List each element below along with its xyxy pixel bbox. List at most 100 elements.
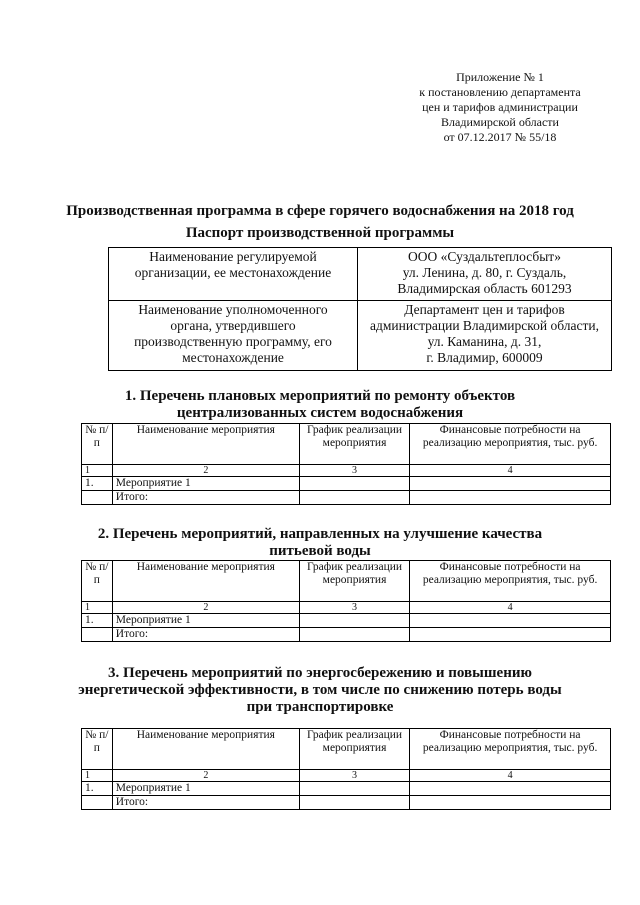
table-total-row: Итого: (81, 627, 611, 642)
header-financial-needs: Финансовые потребности на реализацию мер… (409, 423, 611, 465)
passport-label-line: органа, утвердившего (170, 318, 296, 333)
appendix-line: Владимирской области (441, 115, 559, 129)
section-1-title: 1. Перечень плановых мероприятий по ремо… (0, 388, 640, 422)
section-title-line: энергетической эффективности, в том числ… (78, 682, 562, 698)
section-title-line: 2. Перечень мероприятий, направленных на… (97, 526, 543, 542)
cell-finance (409, 781, 611, 796)
passport-value-cell: Департамент цен и тарифов администрации … (357, 300, 612, 371)
cell-schedule (298, 613, 411, 628)
passport-label-cell: Наименование уполномоченного органа, утв… (108, 300, 358, 371)
cell-schedule (298, 781, 411, 796)
column-number-row: 1 2 3 4 (81, 464, 611, 477)
table-header-row: № п/п Наименование мероприятия График ре… (81, 728, 611, 770)
column-number: 3 (298, 464, 411, 477)
cell-number: 1. (81, 781, 113, 796)
passport-value-line: Департамент цен и тарифов (404, 302, 565, 317)
cell-total-label: Итого: (111, 627, 300, 642)
cell-measure: Мероприятие 1 (111, 476, 300, 491)
header-measure-name: Наименование мероприятия (111, 560, 300, 602)
column-number: 1 (81, 601, 113, 614)
cell-schedule (298, 476, 411, 491)
section-title-line: питьевой воды (269, 543, 371, 559)
section-1-table: № п/п Наименование мероприятия График ре… (81, 423, 611, 505)
section-3-table: № п/п Наименование мероприятия График ре… (81, 728, 611, 810)
appendix-line: Приложение № 1 (456, 70, 544, 84)
section-2-table: № п/п Наименование мероприятия График ре… (81, 560, 611, 642)
passport-label-line: производственную программу, его (134, 334, 332, 349)
appendix-line: цен и тарифов администрации (422, 100, 578, 114)
cell-measure: Мероприятие 1 (111, 781, 300, 796)
cell-finance (409, 490, 611, 505)
cell-number (81, 795, 113, 810)
section-title-line: централизованных систем водоснабжения (176, 405, 464, 421)
appendix-line: к постановлению департамента (419, 85, 581, 99)
column-number: 1 (81, 769, 113, 782)
table-header-row: № п/п Наименование мероприятия График ре… (81, 423, 611, 465)
appendix-block: Приложение № 1 к постановлению департаме… (400, 70, 600, 145)
cell-finance (409, 613, 611, 628)
section-title-line: 3. Перечень мероприятий по энергосбереже… (108, 665, 532, 681)
passport-value-line: администрации Владимирской области, (370, 318, 599, 333)
cell-finance (409, 795, 611, 810)
cell-finance (409, 476, 611, 491)
column-number: 1 (81, 464, 113, 477)
column-number: 4 (409, 464, 611, 477)
passport-table: Наименование регулируемой организации, е… (108, 247, 612, 371)
column-number: 2 (111, 769, 300, 782)
table-total-row: Итого: (81, 490, 611, 505)
header-measure-name: Наименование мероприятия (111, 423, 300, 465)
passport-row: Наименование регулируемой организации, е… (108, 247, 612, 301)
column-number: 3 (298, 601, 411, 614)
header-financial-needs: Финансовые потребности на реализацию мер… (409, 560, 611, 602)
section-title-line: при транспортировке (246, 699, 394, 715)
cell-number: 1. (81, 613, 113, 628)
header-number: № п/п (81, 423, 113, 465)
passport-label-line: местонахождение (182, 350, 284, 365)
header-schedule: График реализации мероприятия (298, 560, 411, 602)
cell-finance (409, 627, 611, 642)
appendix-line: от 07.12.2017 № 55/18 (443, 130, 557, 144)
passport-label-line: Наименование регулируемой (149, 249, 317, 264)
section-2-title: 2. Перечень мероприятий, направленных на… (0, 526, 640, 560)
header-number: № п/п (81, 728, 113, 770)
header-financial-needs: Финансовые потребности на реализацию мер… (409, 728, 611, 770)
column-number: 4 (409, 769, 611, 782)
table-row: 1. Мероприятие 1 (81, 476, 611, 491)
cell-number: 1. (81, 476, 113, 491)
header-schedule: График реализации мероприятия (298, 728, 411, 770)
passport-title: Паспорт производственной программы (185, 225, 455, 241)
column-number-row: 1 2 3 4 (81, 601, 611, 614)
cell-measure: Мероприятие 1 (111, 613, 300, 628)
passport-value-line: ООО «Суздальтеплосбыт» (408, 249, 561, 264)
section-3-title: 3. Перечень мероприятий по энергосбереже… (0, 665, 640, 716)
passport-label-line: Наименование уполномоченного (138, 302, 328, 317)
document-title: Производственная программа в сфере горяч… (66, 203, 574, 219)
table-header-row: № п/п Наименование мероприятия График ре… (81, 560, 611, 602)
header-measure-name: Наименование мероприятия (111, 728, 300, 770)
column-number-row: 1 2 3 4 (81, 769, 611, 782)
column-number: 2 (111, 464, 300, 477)
passport-value-line: ул. Ленина, д. 80, г. Суздаль, (402, 265, 567, 280)
column-number: 3 (298, 769, 411, 782)
cell-number (81, 490, 113, 505)
passport-value-line: ул. Каманина, д. 31, (427, 334, 542, 349)
passport-label-cell: Наименование регулируемой организации, е… (108, 247, 358, 301)
passport-label-line: организации, ее местонахождение (134, 265, 332, 280)
cell-schedule (298, 490, 411, 505)
cell-schedule (298, 627, 411, 642)
passport-value-line: Владимирская область 601293 (397, 281, 572, 296)
column-number: 2 (111, 601, 300, 614)
header-number: № п/п (81, 560, 113, 602)
cell-schedule (298, 795, 411, 810)
passport-value-cell: ООО «Суздальтеплосбыт» ул. Ленина, д. 80… (357, 247, 612, 301)
cell-total-label: Итого: (111, 490, 300, 505)
section-title-line: 1. Перечень плановых мероприятий по ремо… (124, 388, 516, 404)
cell-number (81, 627, 113, 642)
cell-total-label: Итого: (111, 795, 300, 810)
table-row: 1. Мероприятие 1 (81, 613, 611, 628)
passport-row: Наименование уполномоченного органа, утв… (108, 300, 612, 371)
header-schedule: График реализации мероприятия (298, 423, 411, 465)
table-row: 1. Мероприятие 1 (81, 781, 611, 796)
passport-value-line: г. Владимир, 600009 (426, 350, 543, 365)
